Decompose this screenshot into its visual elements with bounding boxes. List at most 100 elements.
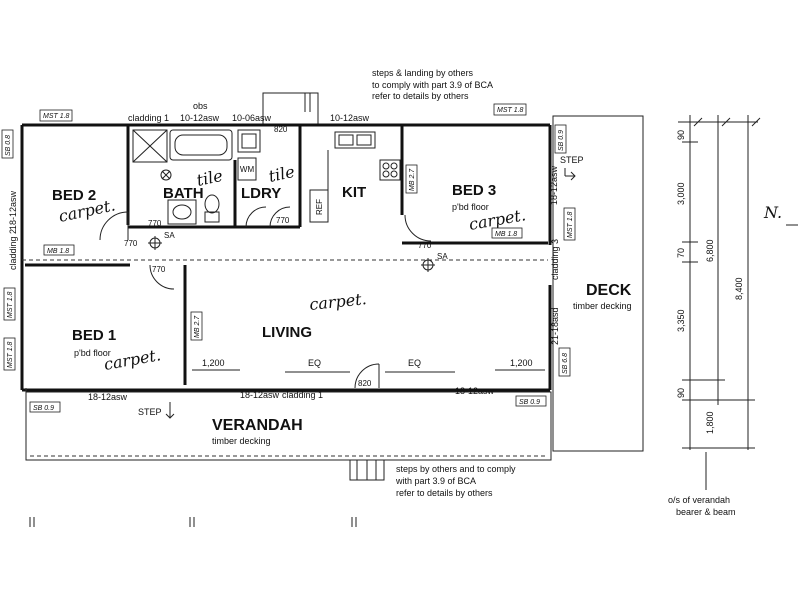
- tag-mst-left-upper: MST 1.8: [3, 287, 16, 321]
- svg-text:MB 2.7: MB 2.7: [409, 168, 416, 191]
- cladding-1-front: cladding 1: [282, 390, 323, 400]
- deck-finish-note: timber decking: [573, 301, 632, 311]
- tag-sb-bottom-right: SB 0.9: [515, 395, 547, 407]
- window-10-12-kit: 10-12asw: [330, 113, 370, 123]
- bottom-note-line2: with part 3.9 of BCA: [395, 476, 476, 486]
- cladding-2-label: cladding 2: [8, 229, 18, 270]
- tag-mst-right: MST 1.8: [563, 207, 576, 241]
- dim-eq-right: EQ: [408, 358, 421, 368]
- dim-eq-left: EQ: [308, 358, 321, 368]
- door-770-bath: 770: [148, 219, 162, 228]
- step-label-verandah: STEP: [138, 407, 162, 417]
- tag-mb-living: MB 2.7: [190, 311, 203, 341]
- door-swings: [99, 206, 432, 389]
- exterior-walls: [20, 123, 552, 392]
- step-label-bed3: STEP: [560, 155, 584, 165]
- vanity-basin-icon: [167, 199, 197, 225]
- room-bath: BATH: [163, 185, 204, 202]
- north-label: N.: [763, 203, 782, 222]
- svg-text:MB 2.7: MB 2.7: [194, 315, 201, 338]
- washing-machine-icon: WM: [237, 157, 257, 181]
- tag-mst-top-right: MST 1.8: [493, 103, 527, 116]
- os-note-line1: o/s of verandah: [668, 495, 730, 505]
- verandah-outline: [25, 391, 552, 461]
- top-note-line3: refer to details by others: [372, 91, 469, 101]
- svg-text:SB 0.8: SB 0.8: [5, 135, 12, 156]
- door-820-top: 820: [274, 125, 288, 134]
- deck-outline: [552, 115, 644, 452]
- dim-6800: 6,800: [705, 239, 715, 262]
- window-18-12-bed1: 18-12asw: [88, 392, 128, 402]
- room-deck: DECK: [586, 282, 632, 299]
- window-18-12-living-right: 18-12asw: [455, 386, 495, 396]
- handwritten-tile-bath: tile: [195, 166, 225, 190]
- tag-sb-top-right: SB 0.9: [554, 124, 567, 154]
- tag-sb-right: SB 6.8: [558, 347, 571, 377]
- door-770-bed3: 770: [418, 241, 432, 250]
- interior-walls: [25, 125, 548, 385]
- room-bed1: BED 1: [72, 327, 116, 344]
- dimension-lines: [678, 115, 761, 490]
- handwritten-carpet-living: carpet.: [308, 289, 367, 314]
- room-living: LIVING: [262, 324, 312, 341]
- room-verandah: VERANDAH: [212, 417, 303, 434]
- floor-waste-icon: [160, 169, 172, 181]
- os-note-line2: bearer & beam: [676, 507, 736, 517]
- svg-text:MST 1.8: MST 1.8: [7, 341, 14, 368]
- tag-mst-left-lower: MST 1.8: [3, 337, 16, 371]
- window-18-12-bed3: 18-12asw: [549, 165, 559, 205]
- svg-text:MST 1.8: MST 1.8: [497, 107, 524, 114]
- tag-mst-top-left: MST 1.8: [39, 109, 73, 122]
- room-ldry: LDRY: [241, 185, 281, 202]
- handwritten-carpet-bed1: carpet.: [102, 345, 162, 374]
- handwritten-tile-ldry: tile: [267, 162, 297, 186]
- room-bed2: BED 2: [52, 187, 96, 204]
- top-steps-landing: [262, 92, 319, 127]
- tag-mb-bed2: MB 1.8: [43, 244, 75, 256]
- cladding-1-top: cladding 1: [128, 113, 169, 123]
- svg-text:SB 0.9: SB 0.9: [558, 130, 565, 151]
- dim-3000: 3,000: [676, 182, 686, 205]
- room-bed3: BED 3: [452, 182, 496, 199]
- tag-mb-bed3: MB 1.8: [491, 227, 523, 239]
- bottom-note-line3: refer to details by others: [396, 488, 493, 498]
- step-arrow-icon: [165, 402, 175, 419]
- smoke-alarm-icon: [148, 236, 162, 250]
- window-18-12-living: 18-12asw: [240, 390, 280, 400]
- svg-text:SB 0.9: SB 0.9: [33, 405, 54, 412]
- svg-text:MST 1.8: MST 1.8: [43, 113, 70, 120]
- smoke-alarm-icon: [421, 258, 435, 272]
- refrigerator-icon: REF: [309, 189, 329, 223]
- door-820-front: 820: [358, 379, 372, 388]
- shower-icon: [132, 129, 168, 163]
- step-arrow-icon: [564, 168, 576, 181]
- door-21-18-deck: 21-18asd: [550, 307, 560, 345]
- svg-text:SB 6.8: SB 6.8: [562, 353, 569, 374]
- svg-text:MB 1.8: MB 1.8: [47, 248, 69, 255]
- window-10-06-ldry: 10-06asw: [232, 113, 272, 123]
- tag-mb-kit: MB 2.7: [405, 164, 418, 194]
- tag-sb-top-left: SB 0.8: [1, 129, 14, 159]
- verandah-finish-note: timber decking: [212, 436, 271, 446]
- ref-label: REF: [315, 199, 324, 215]
- top-note-line1: steps & landing by others: [372, 68, 474, 78]
- bottom-edge-marks: [29, 517, 357, 527]
- dim-1200-right: 1,200: [510, 358, 533, 368]
- tag-sb-bottom-left: SB 0.9: [29, 401, 61, 413]
- svg-text:MB 1.8: MB 1.8: [495, 231, 517, 238]
- dim-90-top: 90: [676, 130, 686, 140]
- wm-label: WM: [240, 165, 255, 174]
- bed1-floor-note: p'bd floor: [74, 348, 111, 358]
- laundry-tub-icon: [237, 129, 261, 153]
- sa-label-2: SA: [437, 252, 448, 261]
- obs-label: obs: [193, 101, 208, 111]
- cladding-3-label: cladding 3: [550, 239, 560, 280]
- dim-3350: 3,350: [676, 309, 686, 332]
- svg-text:MST 1.8: MST 1.8: [567, 211, 574, 238]
- door-770-bed1: 770: [152, 265, 166, 274]
- door-770-ldry: 770: [276, 216, 290, 225]
- bathtub-icon: [169, 129, 233, 161]
- svg-text:MST 1.8: MST 1.8: [7, 291, 14, 318]
- svg-text:SB 0.9: SB 0.9: [519, 399, 540, 406]
- bed3-floor-note: p'bd floor: [452, 202, 489, 212]
